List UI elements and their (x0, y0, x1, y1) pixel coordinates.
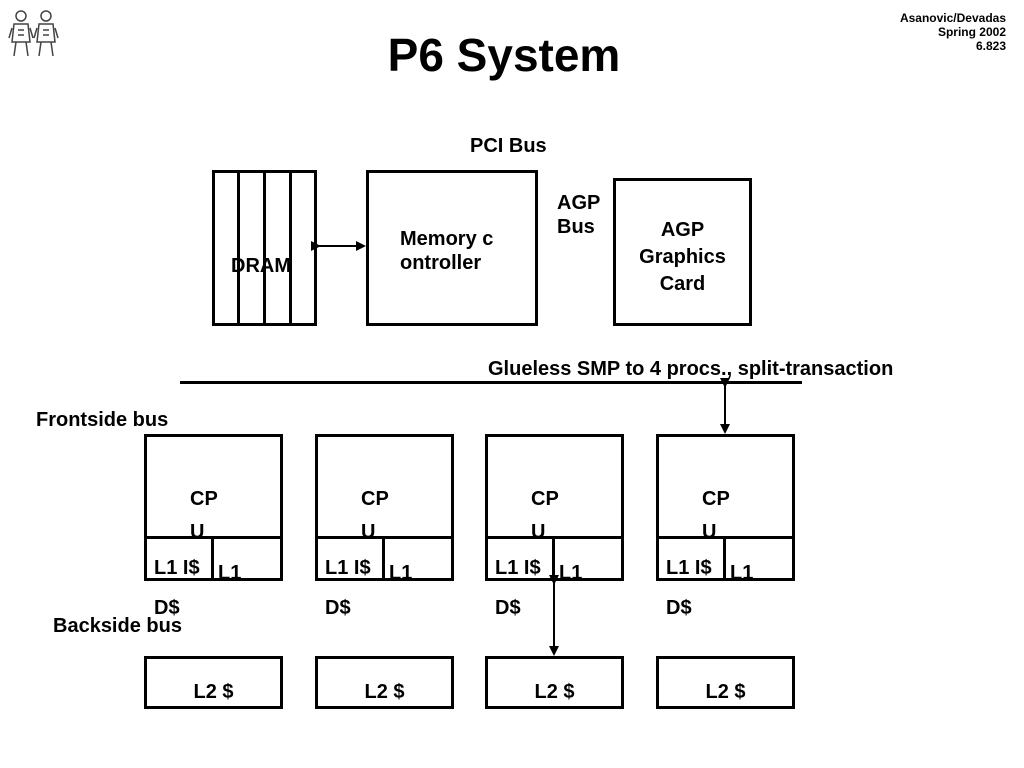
l1-split-divider (211, 536, 214, 581)
l2-cache-label: L2 $ (364, 681, 405, 703)
l1-dcache-label: L1 D$ (666, 562, 754, 619)
cpu-label: CPU (190, 488, 218, 543)
dram-label: DRAM (231, 255, 291, 277)
cpu-label: CPU (361, 488, 389, 543)
l1-icache-label: L1 I$ (154, 557, 200, 579)
credits-course: 6.823 (975, 39, 1006, 53)
course-credits: Asanovic/Devadas Spring 2002 6.823 (900, 11, 1006, 53)
frontside-bus-label: Frontside bus (36, 409, 169, 431)
dram-strip-divider (289, 170, 292, 326)
memory-controller-box (366, 170, 538, 326)
slide-title: P6 System (387, 29, 621, 81)
credits-term: Spring 2002 (937, 25, 1006, 39)
l1-split-divider (552, 536, 555, 581)
agp-graphics-card-box (613, 178, 752, 326)
dram-strip-divider (237, 170, 240, 326)
l1-split-divider (723, 536, 726, 581)
l1-icache-label: L1 I$ (666, 557, 712, 579)
backside-bus-label: Backside bus (53, 615, 182, 637)
cpu-label: CPU (702, 488, 730, 543)
agp-graphics-card-label: AGP Graphics Card (639, 219, 726, 295)
dram-strip-divider (263, 170, 266, 326)
l2-cache-label: L2 $ (193, 681, 234, 703)
l1-icache-label: L1 I$ (325, 557, 371, 579)
pci-bus-label: PCI Bus (470, 135, 547, 157)
cpu-label: CPU (531, 488, 559, 543)
l1-dcache-label: L1 D$ (495, 562, 583, 619)
frontside-bus-line (180, 381, 802, 384)
memory-controller-label: Memory controller (400, 228, 494, 274)
l2-cache-label: L2 $ (705, 681, 746, 703)
agp-bus-label: AGP Bus (557, 192, 600, 238)
l2-cache-label: L2 $ (534, 681, 575, 703)
l2-cache-box (315, 656, 454, 709)
l1-split-divider (382, 536, 385, 581)
l2-cache-box (485, 656, 624, 709)
l1-dcache-label: L1 D$ (154, 562, 242, 619)
l1-icache-label: L1 I$ (495, 557, 541, 579)
credits-authors: Asanovic/Devadas (899, 11, 1006, 25)
l2-cache-box (656, 656, 795, 709)
frontside-bus-note: Glueless SMP to 4 procs., split-transact… (488, 358, 894, 380)
l1-dcache-label: L1 D$ (325, 562, 413, 619)
mit-logo-icon (8, 10, 59, 57)
l2-cache-box (144, 656, 283, 709)
